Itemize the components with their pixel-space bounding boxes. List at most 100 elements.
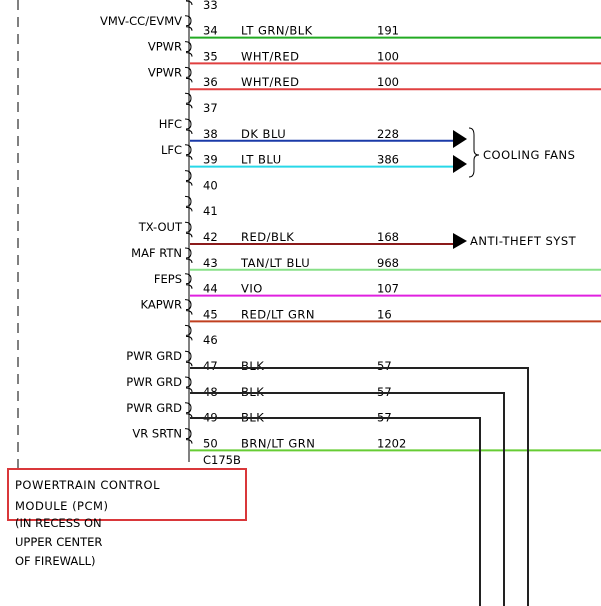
- pin-number: 37: [203, 101, 218, 115]
- signal-name: FEPS: [154, 272, 182, 286]
- pin-bracket-tail: [185, 387, 193, 393]
- signal-name: VPWR: [148, 40, 182, 54]
- wire-color-label: TAN/LT BLU: [240, 256, 310, 270]
- pin-bracket-tail: [185, 77, 193, 83]
- pin-bracket: [184, 15, 192, 27]
- arrow-head-icon: [453, 155, 467, 173]
- pin-number: 40: [203, 178, 218, 192]
- wire-color-label: LT GRN/BLK: [241, 24, 313, 38]
- pin-bracket-tail: [185, 103, 193, 109]
- pin-bracket-tail: [185, 439, 193, 444]
- pin-bracket: [184, 428, 192, 440]
- pin-number: 46: [203, 333, 218, 347]
- wire-color-label: RED/LT GRN: [241, 307, 315, 321]
- ground-wires: [190, 367, 529, 606]
- pin-bracket-tail: [185, 284, 193, 289]
- wire-color-label: LT BLU: [241, 153, 282, 167]
- anti-theft-label: ANTI-THEFT SYST: [470, 234, 577, 248]
- arrow-head-icon: [453, 233, 467, 249]
- wire-color-label: WHT/RED: [241, 49, 300, 63]
- ground-wire-48: [190, 392, 505, 606]
- pin-number: 47: [203, 359, 218, 373]
- circuit-number: 57: [377, 385, 392, 399]
- cooling-fans-label: COOLING FANS: [483, 148, 575, 162]
- pin-bracket: [184, 144, 192, 156]
- pin-number: 38: [203, 127, 218, 141]
- location-line2: UPPER CENTER: [15, 535, 102, 549]
- pin-bracket-tail: [185, 310, 193, 315]
- pin-number: 48: [203, 385, 218, 399]
- anti-theft-group: ANTI-THEFT SYST: [453, 233, 577, 249]
- pin-bracket-tail: [185, 335, 193, 341]
- circuit-number: 228: [377, 127, 399, 141]
- circuit-number: 57: [377, 359, 392, 373]
- pin-number: 44: [203, 282, 218, 296]
- pin-bracket-tail: [185, 26, 193, 31]
- pin-number: 43: [203, 256, 218, 270]
- pin-bracket-tail: [185, 181, 193, 186]
- ground-wire-49: [190, 417, 481, 606]
- signal-name: MAF RTN: [131, 246, 182, 260]
- pcm-title-line2: MODULE (PCM): [15, 499, 108, 513]
- wire-color-label: DK BLU: [241, 127, 286, 141]
- pin-bracket-tail: [185, 0, 193, 6]
- pin-number: 45: [203, 307, 218, 321]
- pin-number: 36: [203, 75, 218, 89]
- wire-color-label: BRN/LT GRN: [241, 436, 315, 450]
- signal-name: VR SRTN: [132, 427, 182, 441]
- wire-color-label: BLK: [241, 385, 264, 399]
- connector-id: C175B: [203, 453, 241, 467]
- circuit-number: 16: [377, 307, 392, 321]
- pin-number: 35: [203, 49, 218, 63]
- brace-icon: [468, 127, 480, 178]
- pin-number: 41: [203, 204, 218, 218]
- signal-name: PWR GRD: [126, 349, 182, 363]
- signal-name: PWR GRD: [126, 401, 182, 415]
- pcm-title-line1: POWERTRAIN CONTROL: [15, 478, 160, 492]
- pin-bracket-tail: [185, 129, 193, 135]
- pin-bracket: [184, 195, 192, 207]
- pin-bracket: [184, 273, 192, 285]
- pin-number: 42: [203, 230, 218, 244]
- pin-bracket-tail: [185, 258, 193, 264]
- circuit-number: 107: [377, 282, 399, 296]
- pin-bracket-tail: [185, 206, 193, 212]
- pin-bracket: [184, 92, 192, 104]
- pin-bracket: [184, 402, 192, 414]
- pin-number: 34: [203, 24, 218, 38]
- pin-bracket: [184, 66, 192, 78]
- wire-color-label: WHT/RED: [241, 75, 300, 89]
- pin-bracket: [184, 247, 192, 259]
- signal-name: VMV-CC/EVMV: [100, 14, 182, 28]
- pin-bracket: [184, 376, 192, 388]
- circuit-number: 191: [377, 24, 399, 38]
- pin-bracket: [184, 170, 192, 182]
- pin-bracket-tail: [185, 52, 193, 57]
- location-line3: OF FIREWALL): [15, 554, 96, 568]
- circuit-number: 100: [377, 49, 399, 63]
- pin-bracket: [184, 350, 192, 362]
- pin-bracket: [184, 221, 192, 233]
- pcm-callout-box: [7, 468, 247, 521]
- pin-number: 39: [203, 153, 218, 167]
- ground-wire-47: [190, 367, 529, 606]
- pin-bracket-tail: [185, 361, 193, 367]
- signal-name: KAPWR: [140, 298, 182, 312]
- location-line1: (IN RECESS ON: [15, 516, 102, 530]
- signal-name: PWR GRD: [126, 375, 182, 389]
- circuit-number: 100: [377, 75, 399, 89]
- signal-name: VPWR: [148, 65, 182, 79]
- signal-name: LFC: [161, 143, 182, 157]
- signal-name: TX-OUT: [138, 220, 183, 234]
- arrow-head-icon: [453, 130, 467, 148]
- circuit-number: 386: [377, 153, 399, 167]
- pin-number: 50: [203, 436, 218, 450]
- pin-bracket-tail: [185, 232, 193, 238]
- signal-name: HFC: [159, 117, 182, 131]
- pin-bracket: [184, 118, 192, 130]
- pin-bracket: [184, 41, 192, 53]
- circuit-number: 168: [377, 230, 399, 244]
- pin-number: 33: [203, 0, 218, 12]
